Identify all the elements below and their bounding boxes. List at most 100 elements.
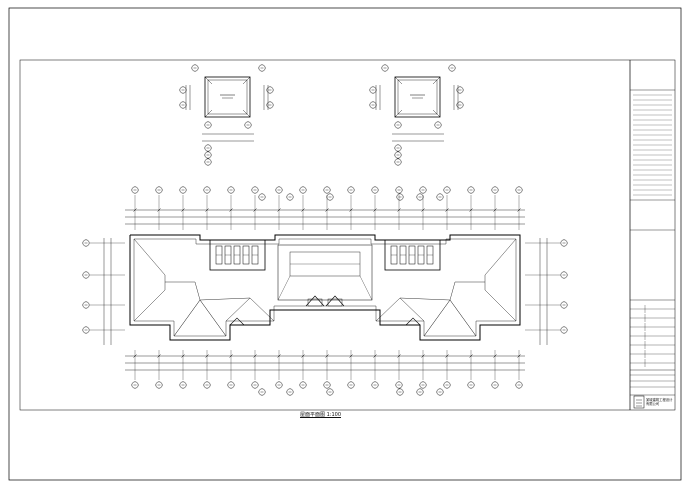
grid-bubble [131,186,139,194]
company-name: 某城建筑工程设计有限公司 [646,398,673,406]
grid-bubble [456,101,464,109]
inner-frame [19,59,676,411]
grid-bubble [266,101,274,109]
plan-caption: 屋面平面图 1:100 [300,412,341,418]
dimension-tick [277,354,281,358]
dimension-tick [157,208,161,212]
grid-bubble [381,64,389,72]
grid-bubble [251,186,259,194]
grid-bubble [491,186,499,194]
grid-bubble [82,326,90,334]
grid-bubble [286,193,294,201]
grid-bubble [204,121,212,129]
grid-bubble [227,186,235,194]
grid-bubble [416,388,424,396]
grid-bubble [131,381,139,389]
dimension-tick [205,208,209,212]
grid-bubble [326,388,334,396]
dimension-tick [133,208,137,212]
grid-bubble [347,381,355,389]
grid-bubble [369,101,377,109]
grid-bubble [395,186,403,194]
dimension-tick [421,208,425,212]
grid-bubble [394,151,402,159]
grid-bubble [326,193,334,201]
dimension-tick [421,354,425,358]
grid-bubble [396,193,404,201]
stair-roof-plan-left [185,76,269,142]
grid-bubble [371,186,379,194]
grid-bubble [82,239,90,247]
grid-bubble [204,158,212,166]
grid-bubble [467,186,475,194]
grid-bubble [258,388,266,396]
dimension-tick [349,354,353,358]
grid-bubble [394,158,402,166]
dimension-tick [517,354,521,358]
grid-bubble [515,186,523,194]
grid-bubble [179,101,187,109]
dimension-tick [469,354,473,358]
dimension-tick [133,354,137,358]
dimension-tick [253,354,257,358]
dimension-tick [445,354,449,358]
grid-bubble [179,86,187,94]
grid-bubble [347,186,355,194]
dimension-tick [517,208,521,212]
grid-bubble [258,193,266,201]
grid-bubble [204,151,212,159]
grid-bubble [299,186,307,194]
grid-bubble [560,326,568,334]
grid-bubble [179,186,187,194]
dimension-tick [397,354,401,358]
grid-bubble [443,186,451,194]
grid-bubble [456,86,464,94]
grid-bubble [179,381,187,389]
grid-bubble [416,193,424,201]
dimension-tick [373,208,377,212]
dimension-tick [493,354,497,358]
dimension-tick [373,354,377,358]
dimension-tick [325,208,329,212]
grid-bubble [275,381,283,389]
grid-bubble [395,381,403,389]
grid-bubble [369,86,377,94]
dimension-tick [469,208,473,212]
grid-bubble [371,381,379,389]
grid-bubble [82,301,90,309]
dimension-tick [493,208,497,212]
dimension-tick [397,208,401,212]
grid-bubble [191,64,199,72]
dimension-tick [205,354,209,358]
dimension-tick [349,208,353,212]
grid-bubble [434,121,442,129]
dimension-tick [301,208,305,212]
grid-bubble [396,388,404,396]
dimension-tick [181,208,185,212]
grid-bubble [323,186,331,194]
grid-bubble [299,381,307,389]
grid-bubble [323,381,331,389]
grid-bubble [82,271,90,279]
company-logo [633,395,645,409]
grid-bubble [394,144,402,152]
dimension-tick [253,208,257,212]
grid-bubble [203,381,211,389]
main-roof-plan [103,209,548,371]
grid-bubble [244,121,252,129]
grid-bubble [394,121,402,129]
grid-bubble [286,388,294,396]
dimension-tick [181,354,185,358]
grid-bubble [443,381,451,389]
dimension-tick [277,208,281,212]
grid-bubble [491,381,499,389]
grid-bubble [155,186,163,194]
grid-bubble [258,64,266,72]
grid-bubble [560,239,568,247]
dimension-tick [445,208,449,212]
grid-bubble [275,186,283,194]
grid-bubble [419,186,427,194]
grid-bubble [515,381,523,389]
